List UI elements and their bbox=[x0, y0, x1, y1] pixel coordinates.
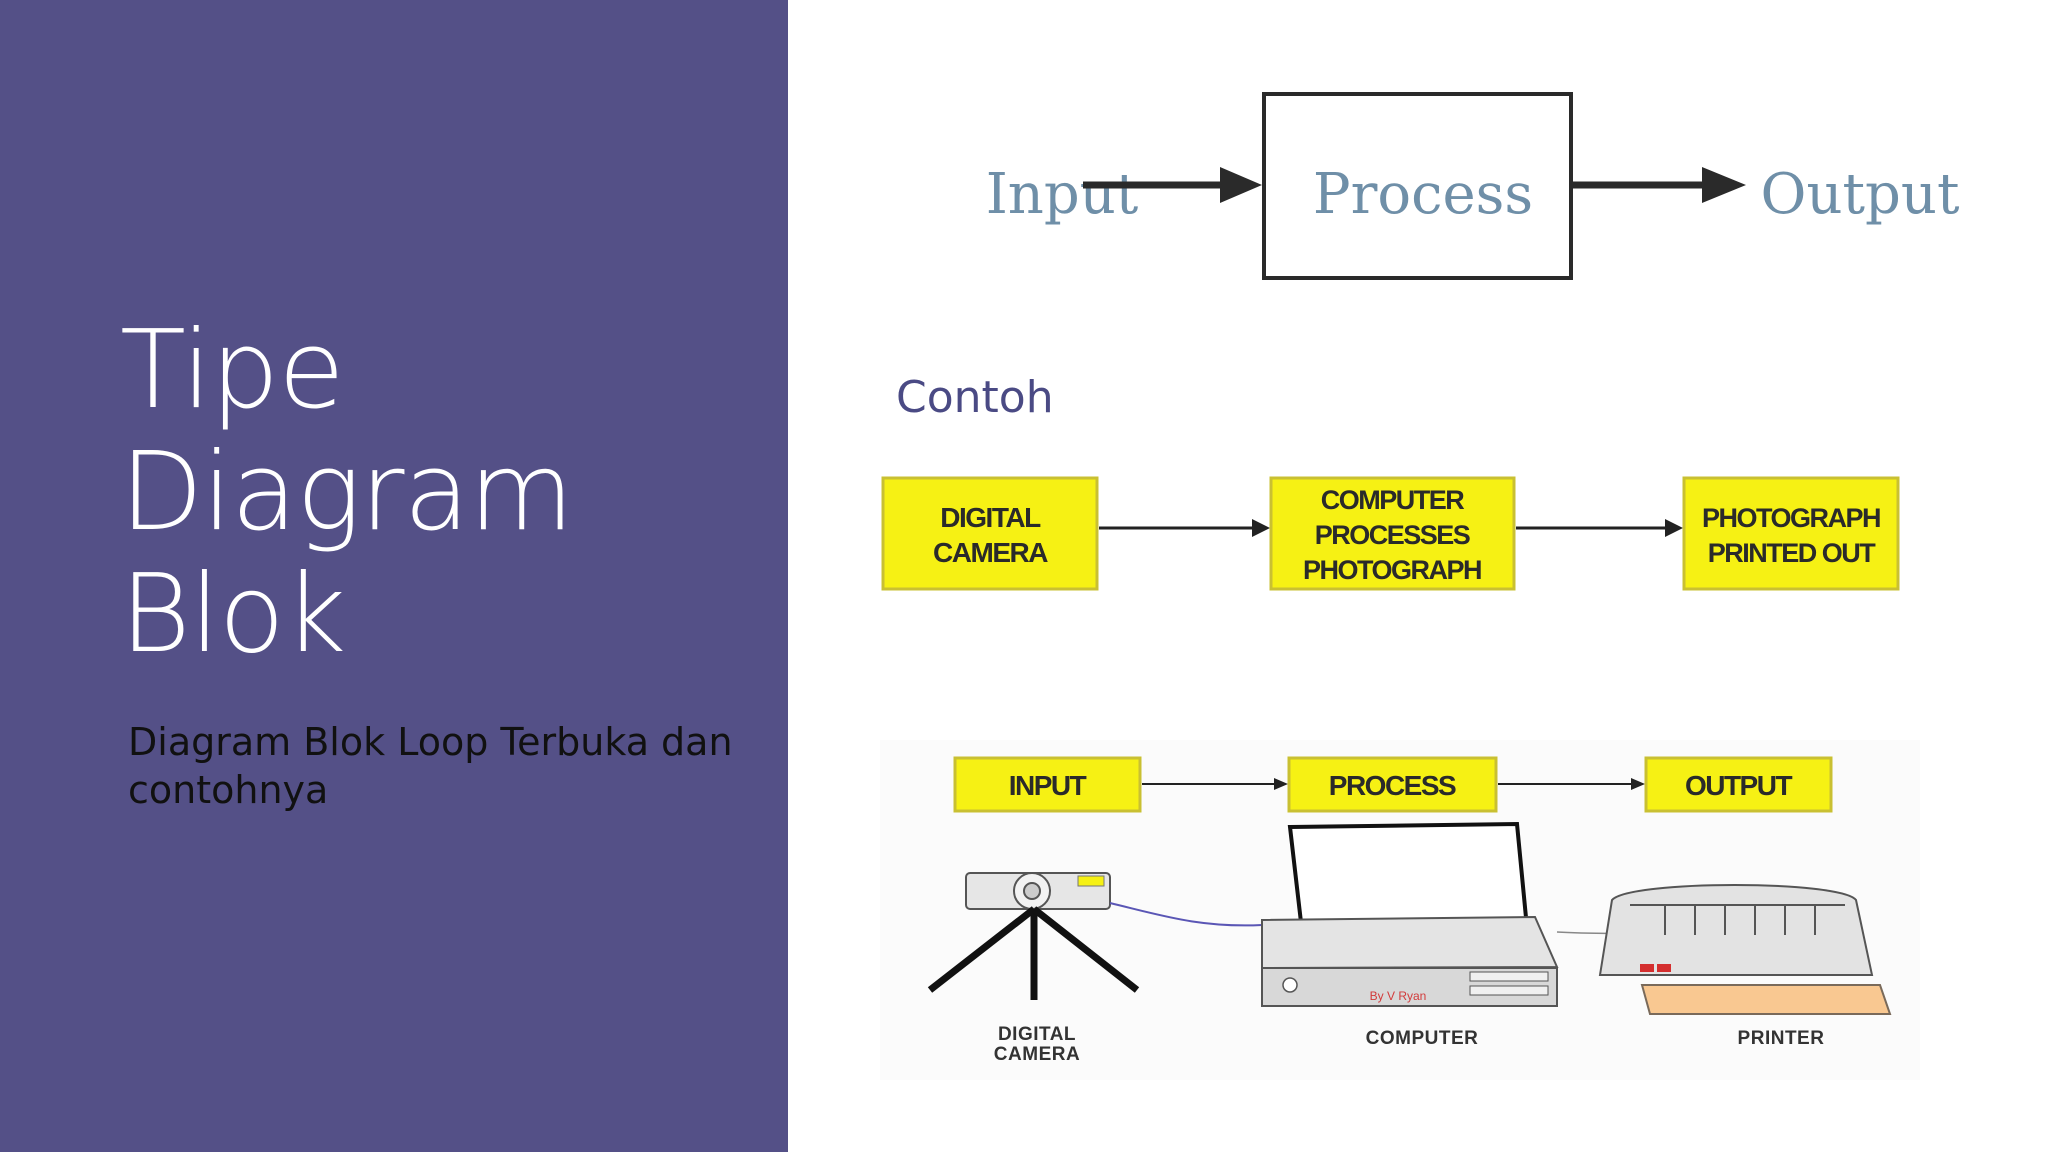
camera-to-computer-arrowhead bbox=[1252, 519, 1270, 537]
computer-block-line-2: PROCESSES bbox=[1315, 520, 1470, 550]
computer-block-line-1: COMPUTER bbox=[1321, 485, 1465, 515]
output-label: Output bbox=[1761, 162, 1960, 227]
camera-caption-line-1: DIGITAL bbox=[998, 1024, 1076, 1045]
output-arrowhead bbox=[1702, 167, 1746, 203]
title-line-3: Blok bbox=[120, 552, 346, 677]
top-block-diagram: Input Process Output bbox=[986, 92, 1960, 280]
computer-case-top bbox=[1261, 915, 1559, 970]
slide-subtitle: Diagram Blok Loop Terbuka dan contohnya bbox=[128, 720, 733, 812]
camera-flash bbox=[1077, 875, 1105, 887]
output-block bbox=[1644, 756, 1833, 813]
printer-illustration bbox=[1598, 884, 1892, 1015]
process-label: Process bbox=[1313, 162, 1533, 227]
computer-monitor bbox=[1287, 821, 1530, 934]
computer-drive-1 bbox=[1469, 971, 1549, 982]
computer-drive-2 bbox=[1469, 985, 1549, 996]
printer-led-2 bbox=[1657, 964, 1671, 972]
digital-camera-block-line-2: CAMERA bbox=[933, 537, 1048, 568]
process-block-label: PROCESS bbox=[1329, 770, 1456, 801]
printer-led-1 bbox=[1640, 964, 1654, 972]
computer-processes-block bbox=[1269, 476, 1516, 591]
left-panel bbox=[0, 0, 788, 1152]
computer-illustration: By V Ryan bbox=[1261, 821, 1559, 1007]
tripod-leg-left bbox=[927, 906, 1037, 993]
process-block bbox=[1287, 756, 1498, 813]
camera-lens-inner bbox=[1023, 882, 1041, 900]
digital-camera-block-line-1: DIGITAL bbox=[940, 502, 1041, 533]
camera-cable bbox=[1109, 902, 1263, 927]
input-to-process-arrowhead bbox=[1274, 778, 1288, 790]
slide-title: Tipe Diagram Blok bbox=[120, 310, 760, 676]
input-block bbox=[953, 756, 1142, 813]
printer-caption: PRINTER bbox=[1738, 1028, 1825, 1049]
computer-power-button bbox=[1282, 977, 1298, 993]
computer-caption: COMPUTER bbox=[1366, 1028, 1479, 1049]
printed-block-line-1: PHOTOGRAPH bbox=[1702, 503, 1880, 533]
device-block-diagram: INPUT PROCESS OUTPUT By V Ryan bbox=[880, 740, 1920, 1080]
input-arrowhead bbox=[1220, 167, 1262, 203]
output-block-label: OUTPUT bbox=[1685, 770, 1793, 801]
input-block-label: INPUT bbox=[1009, 770, 1087, 801]
example-label: Contoh bbox=[896, 372, 1054, 423]
printer-body bbox=[1598, 884, 1874, 976]
process-box bbox=[1262, 92, 1573, 280]
tripod-leg-right bbox=[1031, 906, 1140, 993]
digital-camera-block bbox=[881, 476, 1099, 591]
computer-block-line-3: PHOTOGRAPH bbox=[1303, 555, 1481, 585]
input-label: Input bbox=[986, 162, 1139, 227]
computer-to-printed-arrowhead bbox=[1665, 519, 1683, 537]
title-line-1: Tipe bbox=[120, 308, 345, 433]
printer-paper bbox=[1640, 984, 1892, 1015]
printed-block-line-2: PRINTED OUT bbox=[1708, 538, 1877, 568]
photograph-printed-block bbox=[1682, 476, 1900, 591]
computer-credit: By V Ryan bbox=[1370, 989, 1427, 1003]
printer-vents bbox=[1664, 905, 1816, 935]
camera-caption-line-2: CAMERA bbox=[994, 1044, 1080, 1065]
title-line-2: Diagram bbox=[120, 430, 574, 555]
process-to-output-arrowhead bbox=[1631, 778, 1645, 790]
camera-block-diagram: DIGITAL CAMERA COMPUTER PROCESSES PHOTOG… bbox=[881, 476, 1900, 591]
digital-camera-illustration bbox=[927, 872, 1140, 1000]
